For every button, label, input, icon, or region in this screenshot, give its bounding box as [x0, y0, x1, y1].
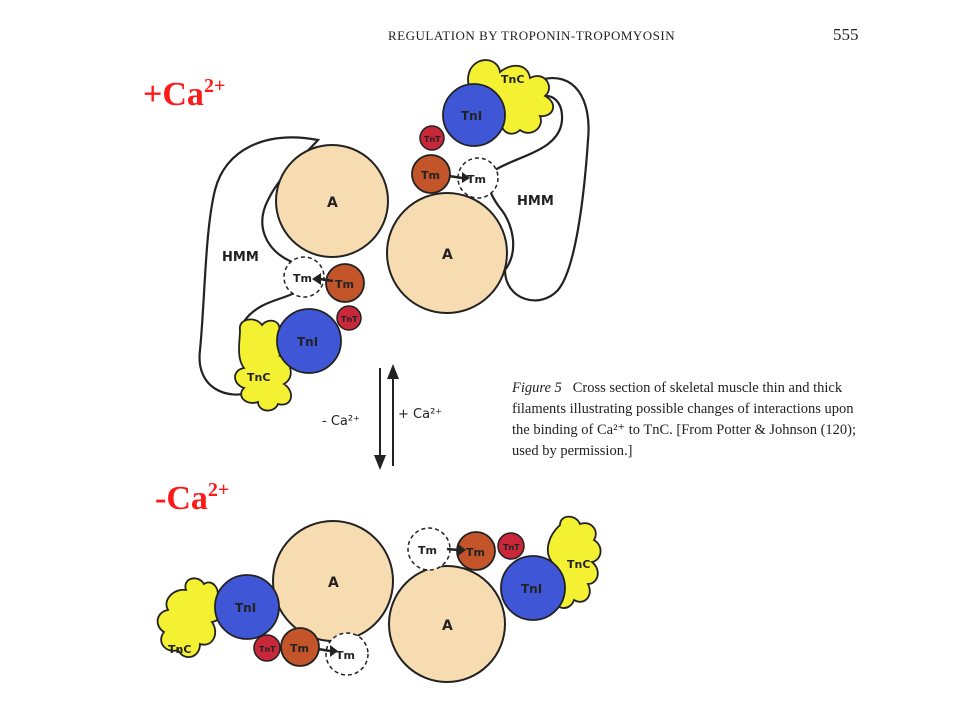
tnc-label: TnC — [247, 371, 270, 384]
tnt-circle — [253, 634, 281, 662]
tm-circle — [280, 627, 320, 667]
caption-text: Cross section of skeletal muscle thin an… — [512, 380, 857, 459]
actin-top-right — [386, 192, 508, 314]
figure-caption: Figure 5 Cross section of skeletal muscl… — [512, 378, 872, 462]
plus-ca-sup: 2+ — [203, 75, 226, 97]
tnc-label: TnC — [168, 643, 191, 656]
tnc-shape — [156, 577, 224, 658]
tm-shift-arrow — [319, 277, 334, 283]
tni-label: TnI — [461, 109, 482, 123]
actin-bottom-right — [388, 565, 506, 683]
tm-label: Tm — [466, 546, 485, 559]
minus-ca-label: - Ca²⁺ — [322, 414, 360, 429]
tnc-label: TnC — [567, 558, 590, 571]
hmm-label-left: HMM — [222, 250, 259, 265]
minus-ca-base: -Ca — [155, 480, 208, 517]
actin-label: A — [442, 247, 453, 263]
tm-label: Tm — [290, 642, 309, 655]
tnt-circle — [419, 125, 445, 151]
plus-ca-base: +Ca — [143, 76, 204, 113]
tm-label: Tm — [335, 278, 354, 291]
tnt-label: TnT — [259, 645, 276, 654]
minus-ca-state-label: -Ca2+ — [155, 479, 230, 517]
tm-shift-arrow — [317, 647, 331, 653]
tm-label: Tm — [421, 169, 440, 182]
actin-label: A — [442, 618, 453, 634]
tm-shift-arrow — [448, 174, 463, 180]
hmm-label-right: HMM — [517, 194, 554, 209]
equilibrium-arrows: - Ca²⁺ + Ca²⁺ — [322, 364, 442, 470]
tm-label: Tm — [418, 544, 437, 557]
tnt-label: TnT — [424, 135, 441, 144]
tm-dashed-circle — [457, 157, 499, 199]
tm-circle — [411, 154, 451, 194]
tni-label: TnI — [235, 601, 256, 615]
tnc-label: TnC — [501, 73, 524, 86]
hmm-outline-right — [487, 77, 590, 302]
plus-ca-label: + Ca²⁺ — [398, 407, 442, 422]
tm-dashed-circle — [283, 256, 325, 298]
tni-label: TnI — [521, 582, 542, 596]
tnt-label: TnT — [503, 543, 520, 552]
tni-circle — [214, 574, 280, 640]
tnt-label: TnT — [341, 315, 358, 324]
tni-circle — [442, 83, 506, 147]
figure-number: Figure 5 — [512, 380, 562, 396]
bottom-diagram: A A Tm Tm TnT TnC TnI TnC TnI TnT Tm Tm — [156, 515, 602, 683]
tm-dashed-circle — [325, 632, 369, 676]
plus-ca-state-label: +Ca2+ — [143, 75, 226, 113]
tm-label: Tm — [293, 272, 312, 285]
tnt-circle — [497, 532, 525, 560]
actin-top-left — [275, 144, 389, 258]
top-diagram: HMM HMM A A TnC TnI TnT Tm Tm Tm Tm TnT … — [198, 59, 590, 412]
page-number: 555 — [833, 25, 859, 44]
tm-label: Tm — [336, 649, 355, 662]
running-title: REGULATION BY TROPONIN-TROPOMYOSIN — [388, 28, 675, 43]
minus-ca-sup: 2+ — [207, 479, 230, 501]
tni-label: TnI — [297, 335, 318, 349]
actin-label: A — [328, 575, 339, 591]
tm-label: Tm — [467, 173, 486, 186]
tnt-circle — [336, 305, 362, 331]
actin-label: A — [327, 195, 338, 211]
tm-circle — [325, 263, 365, 303]
tm-shift-arrow — [446, 547, 459, 552]
tni-circle — [500, 555, 566, 621]
tni-circle — [276, 308, 342, 374]
